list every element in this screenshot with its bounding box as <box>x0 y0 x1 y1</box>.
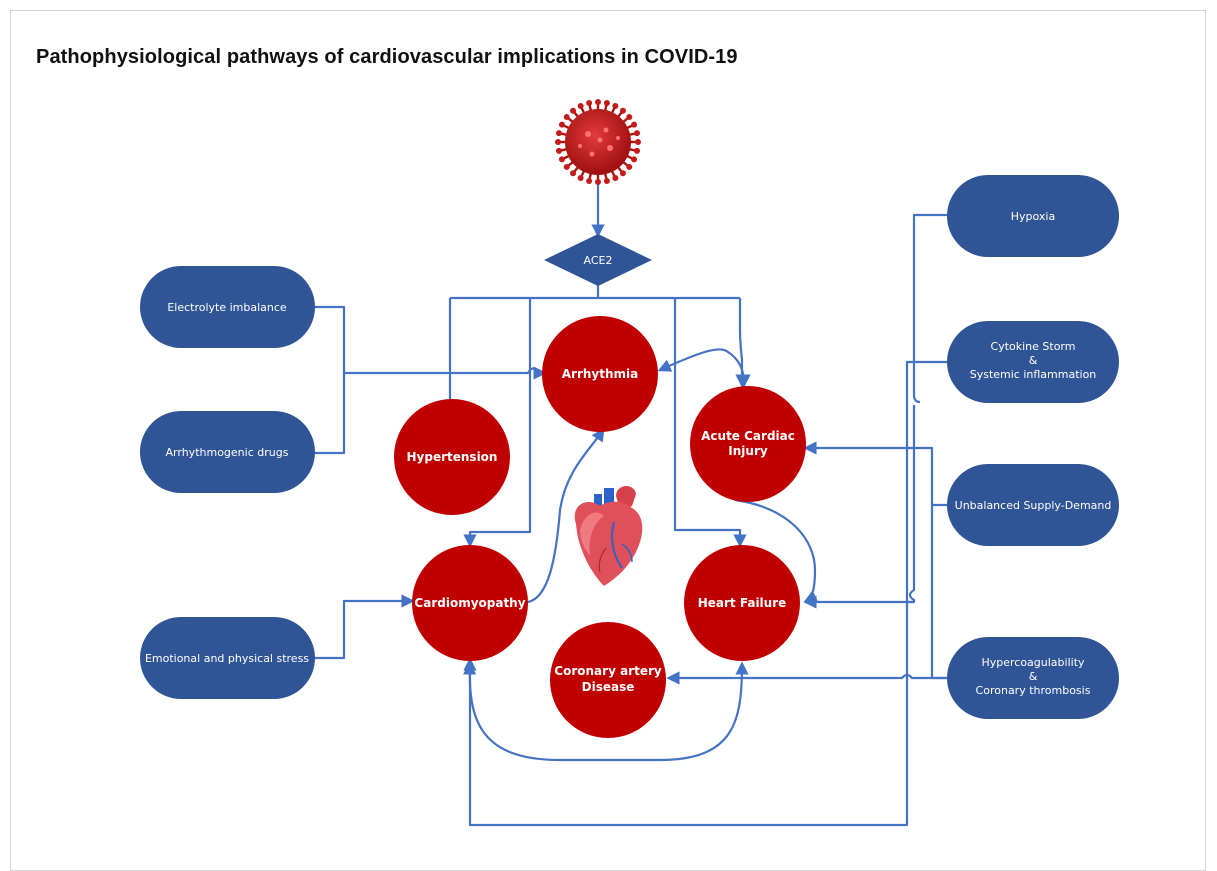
arrow-supply-coag-bus <box>930 505 948 680</box>
outcome-coronary-artery-disease: Coronary artery Disease <box>550 622 666 738</box>
supply-label: Unbalanced Supply-Demand <box>955 499 1112 512</box>
virus-spike-tip <box>619 107 626 114</box>
arrow-supply-link <box>803 441 948 507</box>
virus-spike-tip <box>556 147 563 154</box>
virus-spike-tip <box>577 102 584 109</box>
cytokine-label-line2: & <box>1029 354 1038 367</box>
virus-spike-tip <box>603 177 610 184</box>
arrow-acute-injury-heart-failure <box>734 498 819 603</box>
anatomical-heart-icon <box>574 485 643 586</box>
cause-electrolyte-imbalance: Electrolyte imbalance <box>140 266 315 348</box>
virus-spike-tip <box>633 130 640 137</box>
virus-spike-tip <box>558 121 565 128</box>
virus-spike-tip <box>556 130 563 137</box>
arrow-hypoxia-bus <box>803 405 916 609</box>
arrow-coagulation-cad <box>666 671 948 685</box>
virus-spike-tip <box>595 179 601 185</box>
ace2-receptor: ACE2 <box>544 234 652 286</box>
virus-spike-tip <box>626 114 633 121</box>
coagulation-label-line3: Coronary thrombosis <box>976 684 1091 697</box>
acute-injury-label-line2: Injury <box>728 444 768 458</box>
hypoxia-label: Hypoxia <box>1011 210 1055 223</box>
arrow-electrolyte-link <box>314 305 346 373</box>
outcome-cardiomyopathy: Cardiomyopathy <box>412 545 528 661</box>
cause-arrhythmogenic-drugs: Arrhythmogenic drugs <box>140 411 315 493</box>
outcome-arrhythmia: Arrhythmia <box>542 316 658 432</box>
outcome-heart-failure: Heart Failure <box>684 545 800 661</box>
arrow-drugs-link <box>314 373 346 455</box>
cause-cytokine-storm: Cytokine Storm & Systemic inflammation <box>947 321 1119 403</box>
electrolyte-label: Electrolyte imbalance <box>167 301 287 314</box>
virus-spike-tip <box>570 107 577 114</box>
virus-spike-tip <box>631 121 638 128</box>
hypertension-label: Hypertension <box>407 450 498 464</box>
cytokine-label-line1: Cytokine Storm <box>991 340 1076 353</box>
outcome-hypertension: Hypertension <box>394 399 510 515</box>
virus-spike-tip <box>631 156 638 163</box>
virus-spike-tip <box>555 139 561 145</box>
virus-spike-tip <box>586 100 593 107</box>
virus-spike-tip <box>633 147 640 154</box>
virus-spike-tip <box>586 177 593 184</box>
cad-label-line1: Coronary artery <box>554 664 662 678</box>
drugs-label: Arrhythmogenic drugs <box>166 446 289 459</box>
virus-spike-tip <box>577 175 584 182</box>
arrow-cardiomyopathy-arrhythmia <box>527 427 605 604</box>
virus-spike-tip <box>563 114 570 121</box>
arrow-hypoxia-link <box>912 213 948 404</box>
arrow-cytokine-link <box>463 360 948 827</box>
arrow-ace2-cardiomyopathy <box>463 298 532 548</box>
cytokine-label-line3: Systemic inflammation <box>970 368 1097 381</box>
cardiomyopathy-label: Cardiomyopathy <box>414 596 525 610</box>
cause-unbalanced-supply-demand: Unbalanced Supply-Demand <box>947 464 1119 546</box>
virus-spike-tip <box>558 156 565 163</box>
cause-emotional-physical-stress: Emotional and physical stress <box>140 617 315 699</box>
ace2-label: ACE2 <box>584 254 613 267</box>
figure-title: Pathophysiological pathways of cardiovas… <box>36 46 738 68</box>
cause-hypercoagulability: Hypercoagulability & Coronary thrombosis <box>947 637 1119 719</box>
virus-spike-tip <box>603 100 610 107</box>
outcome-acute-cardiac-injury: Acute Cardiac Injury <box>690 386 806 502</box>
arrow-stress-cardiomyopathy <box>314 594 415 660</box>
virus-spike-tip <box>619 170 626 177</box>
virus-spike-tip <box>626 163 633 170</box>
cause-hypoxia: Hypoxia <box>947 175 1119 257</box>
coagulation-label-line1: Hypercoagulability <box>981 656 1085 669</box>
arrow-ace2-heart-failure <box>673 298 747 548</box>
arrow-electrolyte-drugs-arrhythmia <box>344 366 547 380</box>
cad-label-line2: Disease <box>582 680 635 694</box>
coagulation-label-line2: & <box>1029 670 1038 683</box>
virus-spike-tip <box>595 99 601 105</box>
arrow-cardiomyopathy-heart-failure <box>463 661 749 762</box>
stress-label: Emotional and physical stress <box>145 652 309 665</box>
virus-spike-tip <box>635 139 641 145</box>
acute-injury-label-line1: Acute Cardiac <box>701 429 795 443</box>
virus-spike-tip <box>612 102 619 109</box>
pathway-arrows <box>314 180 948 827</box>
virus-spike-tip <box>612 175 619 182</box>
virus-spike-tip <box>570 170 577 177</box>
virus-spike-tip <box>563 163 570 170</box>
coronavirus-icon <box>555 99 641 185</box>
heart-failure-label: Heart Failure <box>698 596 787 610</box>
arrhythmia-label: Arrhythmia <box>562 367 638 381</box>
arrow-arrhythmia-acute-injury <box>657 348 751 388</box>
